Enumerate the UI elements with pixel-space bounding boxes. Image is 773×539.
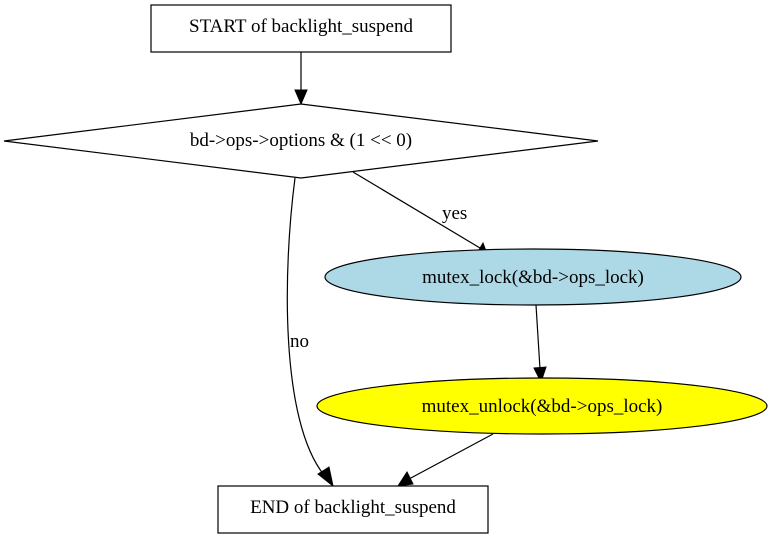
- condition-node: bd->ops->options & (1 << 0): [3, 103, 599, 179]
- arrowhead: [396, 470, 414, 487]
- end-node: END of backlight_suspend: [217, 485, 489, 534]
- start-node: START of backlight_suspend: [150, 4, 452, 53]
- edge-yes-label: yes: [442, 203, 467, 224]
- edge-no-label: no: [290, 331, 309, 352]
- end-node-label: END of backlight_suspend: [250, 497, 456, 518]
- edge-yes: yes: [352, 171, 491, 264]
- mutex-unlock-label: mutex_unlock(&bd->ops_lock): [422, 396, 663, 417]
- mutex-unlock-node: mutex_unlock(&bd->ops_lock): [316, 377, 768, 435]
- arrowhead: [294, 89, 308, 106]
- arrowhead: [533, 366, 547, 384]
- mutex-unlock-ellipse: [316, 377, 768, 435]
- arrowhead: [317, 466, 334, 488]
- end-node-box: [217, 485, 489, 534]
- mutex-lock-node: mutex_lock(&bd->ops_lock): [324, 248, 742, 306]
- mutex-lock-ellipse: [324, 248, 742, 306]
- mutex-lock-label: mutex_lock(&bd->ops_lock): [422, 267, 644, 288]
- start-node-box: [150, 4, 452, 53]
- condition-diamond: [3, 103, 599, 179]
- condition-node-label: bd->ops->options & (1 << 0): [190, 130, 412, 151]
- edge-no: no: [286, 177, 334, 488]
- edge-lock-to-unlock: [533, 304, 547, 384]
- start-node-label: START of backlight_suspend: [189, 16, 413, 37]
- edge-unlock-to-end: [396, 433, 494, 487]
- edge-start-to-condition: [294, 52, 308, 106]
